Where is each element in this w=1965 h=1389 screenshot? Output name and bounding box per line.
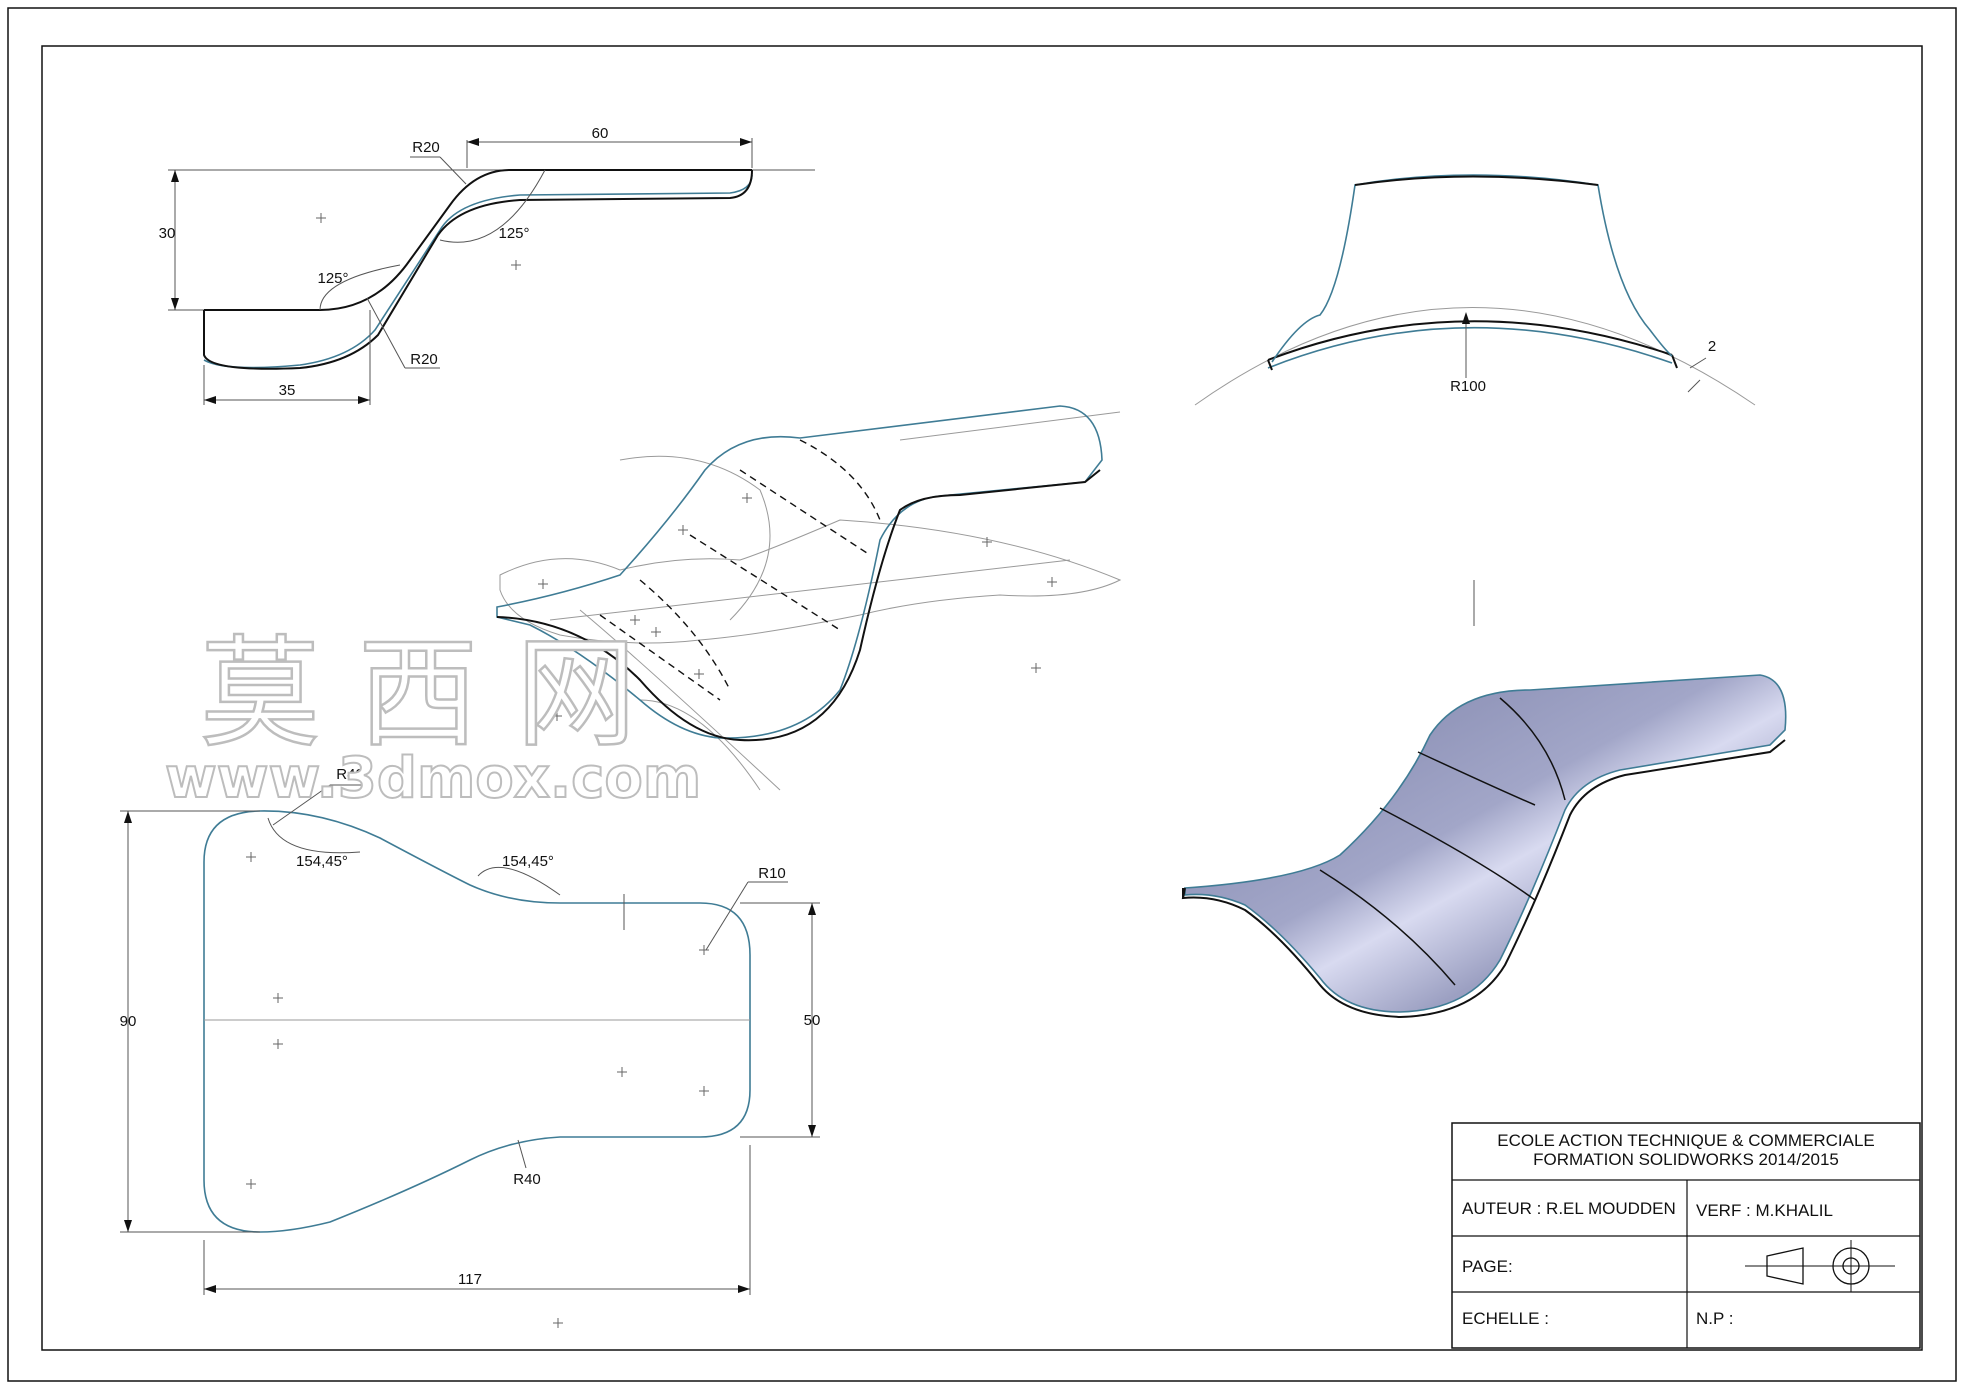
verifier-field: VERF : M.KHALIL [1696, 1201, 1833, 1220]
angle-right-label: 154,45° [502, 853, 554, 870]
top-view: 90 50 117 R40 154,45° 154,45° R10 R40 [120, 766, 821, 1328]
radius-bottom-label: R20 [410, 351, 438, 368]
end-view: R100 2 [1194, 174, 1756, 626]
outer-frame [7, 7, 1957, 1382]
np-field: N.P : [1696, 1309, 1733, 1328]
school-name: ECOLE ACTION TECHNIQUE & COMMERCIALE [1497, 1131, 1875, 1150]
watermark: 莫 西 网 www.3dmox.com [164, 624, 702, 812]
inner-frame [41, 45, 1923, 1351]
end-radius-label: R100 [1450, 378, 1486, 395]
author-field: AUTEUR : R.EL MOUDDEN [1462, 1199, 1676, 1218]
page-field: PAGE: [1462, 1257, 1513, 1276]
dim-height-total: 90 [120, 1013, 137, 1030]
radius-top-label: R20 [412, 139, 440, 156]
dim-length: 117 [458, 1271, 482, 1288]
dim-height: 30 [159, 225, 176, 242]
radius-right-label: R10 [758, 865, 786, 882]
angle-bottom-label: 125° [317, 270, 348, 287]
shaded-isometric [1181, 674, 1787, 1019]
projection-symbol-icon [1745, 1240, 1895, 1292]
end-thickness-label: 2 [1708, 338, 1716, 355]
radius-bottom-label-2: R40 [513, 1171, 541, 1188]
title-block: ECOLE ACTION TECHNIQUE & COMMERCIALE FOR… [1451, 1122, 1921, 1349]
watermark-chinese: 莫 西 网 [200, 625, 636, 764]
dim-height-right: 50 [804, 1012, 821, 1029]
watermark-url: www.3dmox.com [165, 746, 701, 811]
side-view: 60 30 35 R20 R20 125° 125° [159, 125, 815, 405]
dim-length-bottom: 35 [279, 382, 296, 399]
course-name: FORMATION SOLIDWORKS 2014/2015 [1533, 1150, 1839, 1169]
isometric-wireframe [496, 405, 1122, 791]
radius-top-left-label: R40 [336, 766, 364, 783]
scale-field: ECHELLE : [1462, 1309, 1549, 1328]
dim-length-top: 60 [592, 125, 609, 142]
angle-top-label: 125° [498, 225, 529, 242]
angle-left-label: 154,45° [296, 853, 348, 870]
